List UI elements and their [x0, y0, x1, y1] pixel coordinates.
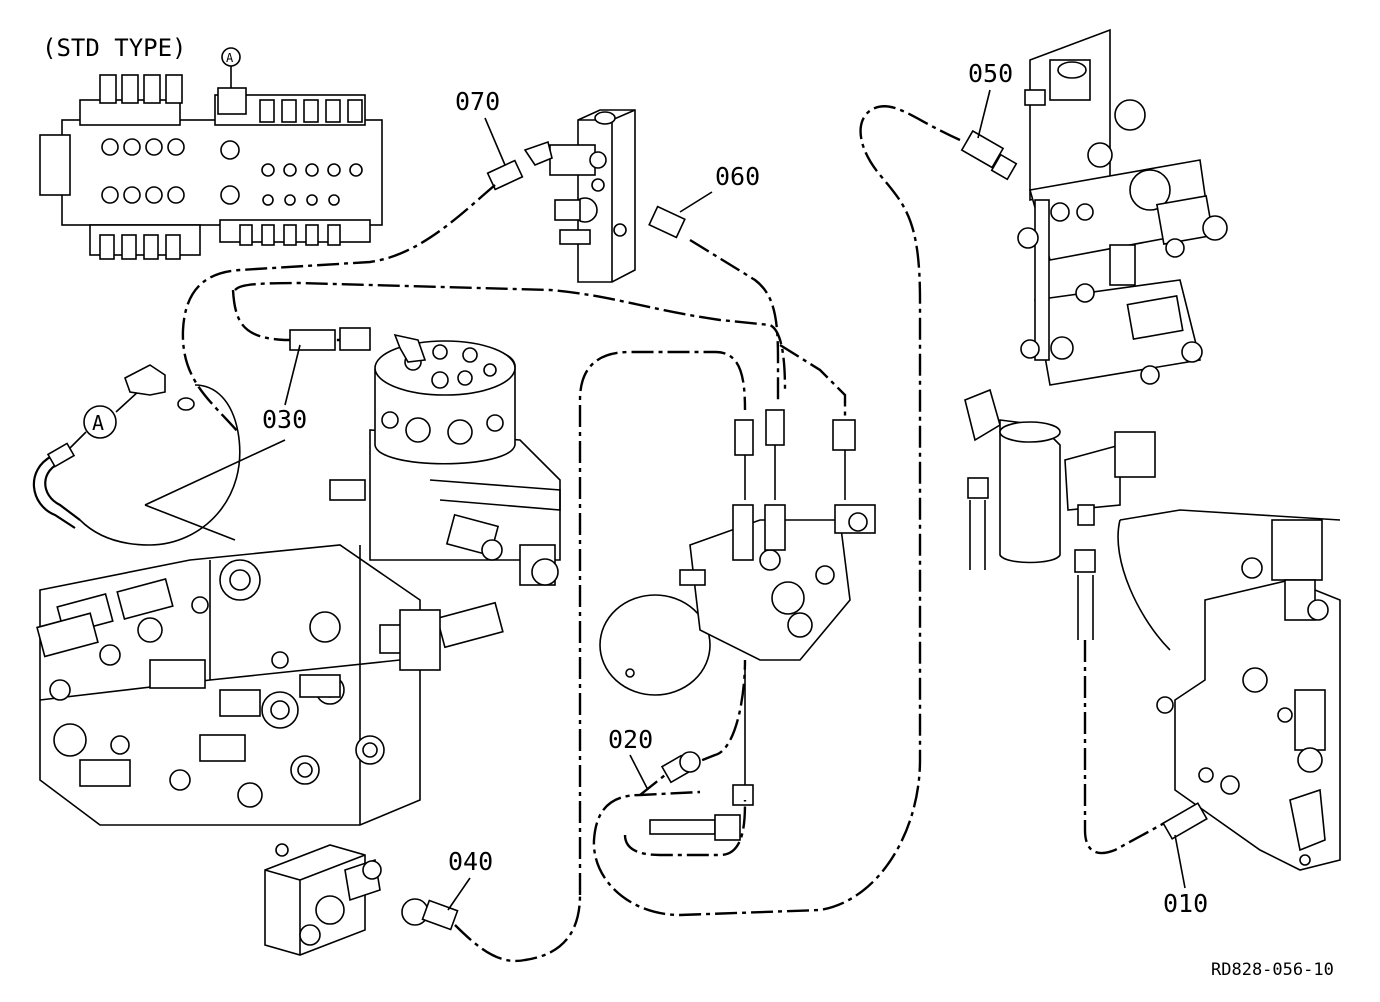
- inset-ports: [101, 138, 363, 206]
- pump-housing-right: [1117, 509, 1341, 871]
- hose-routes: [181, 105, 1171, 963]
- label-020: 020: [608, 725, 653, 754]
- solenoid-filter-right: [964, 388, 1156, 640]
- detail-callout-circle: [83, 405, 117, 439]
- solenoid-valve-block-top: [486, 109, 686, 283]
- hose-010: [1083, 640, 1171, 855]
- valve-spools: [36, 578, 421, 787]
- label-060: 060: [715, 162, 760, 191]
- valve-assembly-upper-right: [960, 28, 1228, 386]
- swivel-joint: [329, 340, 561, 671]
- detail-callout-letter: A: [92, 411, 104, 435]
- std-type-label: (STD TYPE): [42, 34, 187, 62]
- label-040: 040: [448, 847, 493, 876]
- inset-spool-tops: [99, 74, 363, 123]
- label-010: 010: [1163, 889, 1208, 918]
- hose-060: [689, 238, 780, 400]
- label-070: 070: [455, 87, 500, 116]
- main-control-valve: [36, 544, 421, 826]
- hose-030: [234, 281, 787, 391]
- hose-070: [181, 184, 496, 433]
- accumulator-pilot-valve: [599, 409, 876, 806]
- hose-fittings: [289, 327, 1208, 841]
- std-type-control-valve-inset: (STD TYPE) A: [39, 34, 383, 260]
- hose-050: [592, 105, 961, 917]
- drawing-reference: RD828-056-10: [1211, 960, 1334, 980]
- small-valve-bottom: [264, 843, 459, 956]
- detail-a-elbow-fitting: A: [32, 364, 286, 546]
- label-030: 030: [262, 405, 307, 434]
- label-050: 050: [968, 59, 1013, 88]
- inset-callout-letter: A: [226, 51, 234, 65]
- part-labels: 070 060 050 030 020 040 010: [262, 59, 1208, 918]
- hose-040: [454, 894, 582, 963]
- inset-spool-bottoms: [99, 224, 341, 260]
